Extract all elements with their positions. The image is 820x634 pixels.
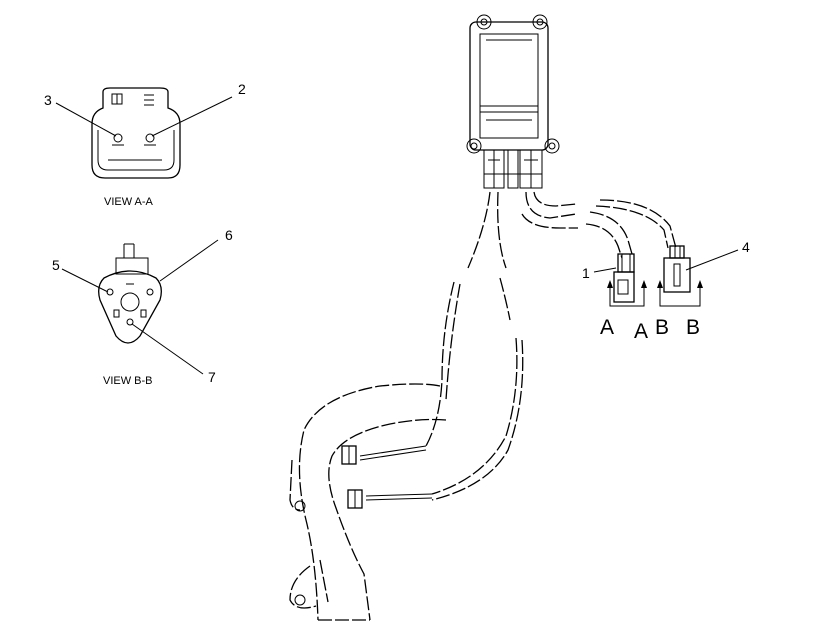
view-b-connector bbox=[98, 243, 162, 344]
section-marker-a bbox=[607, 280, 647, 307]
leader-2 bbox=[151, 96, 233, 137]
callout-2: 2 bbox=[238, 81, 246, 97]
leader-5 bbox=[61, 268, 109, 293]
callout-1: 1 bbox=[582, 265, 590, 281]
leader-7 bbox=[131, 323, 204, 375]
leader-3 bbox=[55, 102, 117, 137]
control-module bbox=[466, 14, 560, 189]
connector-1 bbox=[613, 253, 635, 303]
callout-3: 3 bbox=[44, 92, 52, 108]
view-b-label: VIEW B-B bbox=[103, 375, 153, 387]
callout-5: 5 bbox=[52, 257, 60, 273]
callout-4: 4 bbox=[742, 239, 750, 255]
section-a-left: A bbox=[600, 316, 614, 339]
callout-7: 7 bbox=[208, 369, 216, 385]
leader-4 bbox=[685, 249, 739, 271]
leader-1 bbox=[593, 267, 617, 273]
section-b-left: B bbox=[655, 316, 669, 339]
wiring-harness bbox=[359, 191, 677, 501]
section-a-right: A bbox=[634, 320, 648, 343]
callout-6: 6 bbox=[225, 227, 233, 243]
section-marker-b bbox=[657, 280, 703, 307]
section-b-right: B bbox=[686, 316, 700, 339]
view-a-label: VIEW A-A bbox=[104, 196, 154, 208]
view-a-connector bbox=[91, 87, 181, 179]
pipe bbox=[289, 383, 447, 621]
leader-6 bbox=[159, 239, 219, 282]
connector-4 bbox=[663, 245, 691, 293]
